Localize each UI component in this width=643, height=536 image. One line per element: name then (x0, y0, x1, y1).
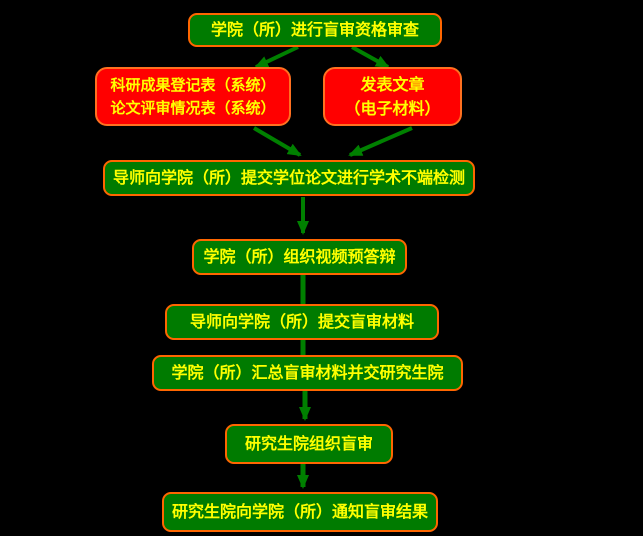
flow-node-label: 科研成果登记表（系统） (110, 75, 276, 94)
flow-node-notify-results: 研究生院向学院（所）通知盲审结果 (162, 492, 438, 532)
flow-node-label: 导师向学院（所）提交学位论文进行学术不端检测 (112, 168, 465, 187)
arrow-forms-to-misconduct (252, 126, 302, 157)
arrow-articles-to-misconduct (348, 126, 413, 157)
flow-node-label: 导师向学院（所）提交盲审材料 (189, 312, 414, 331)
flow-node-label: 学院（所）汇总盲审材料并交研究生院 (171, 363, 444, 382)
arrow-eligibility-to-forms (254, 45, 299, 69)
flow-node-published-articles: 发表文章 （电子材料） (323, 67, 462, 126)
flow-node-video-pre-defense: 学院（所）组织视频预答辩 (192, 239, 407, 275)
flow-node-label: 学院（所）进行盲审资格审查 (210, 20, 419, 39)
arrow-eligibility-to-articles (351, 45, 390, 69)
flow-node-eligibility-review: 学院（所）进行盲审资格审查 (188, 13, 442, 47)
flow-node-research-results-forms: 科研成果登记表（系统） 论文评审情况表（系统） (95, 67, 291, 126)
flow-node-label: （电子材料） (344, 98, 441, 118)
flow-node-label: 发表文章 (360, 74, 425, 94)
flow-node-label: 论文评审情况表（系统） (110, 98, 276, 117)
flow-node-collect-materials: 学院（所）汇总盲审材料并交研究生院 (152, 355, 463, 391)
flow-node-label: 学院（所）组织视频预答辩 (203, 247, 396, 266)
flow-node-misconduct-check: 导师向学院（所）提交学位论文进行学术不端检测 (103, 160, 475, 196)
flow-node-organize-blind-review: 研究生院组织盲审 (225, 424, 393, 464)
flow-node-label: 研究生院向学院（所）通知盲审结果 (171, 502, 428, 521)
flow-node-label: 研究生院组织盲审 (244, 434, 373, 453)
flow-node-submit-review-materials: 导师向学院（所）提交盲审材料 (165, 304, 439, 340)
